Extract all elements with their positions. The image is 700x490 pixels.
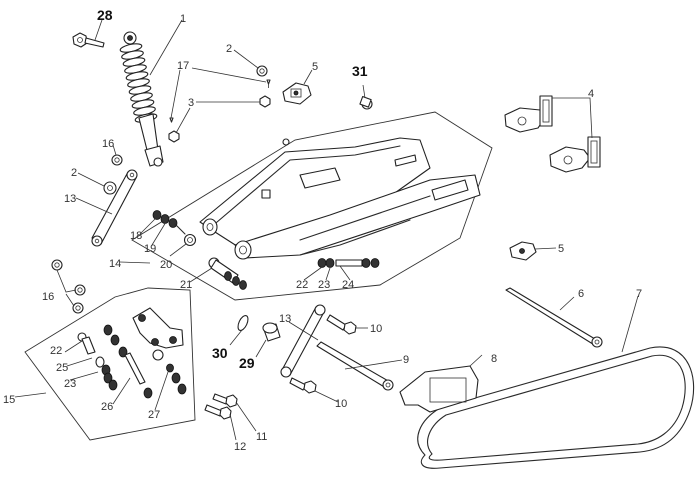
callout-19[interactable]: 19 (144, 243, 156, 255)
callout-25[interactable]: 25 (56, 362, 68, 374)
chain-slider (399, 365, 479, 413)
chain-adjuster-plate-lower (549, 136, 601, 173)
nut-3-left (168, 130, 180, 143)
callout-3[interactable]: 3 (188, 97, 194, 109)
chain-adjuster-block-top (282, 82, 312, 105)
linkage-seal-set-middle (103, 324, 153, 399)
callout-8[interactable]: 8 (491, 353, 497, 365)
nut-16-upper (111, 154, 123, 166)
callout-10-lower[interactable]: 10 (335, 398, 347, 410)
linkage-seal-set-left (95, 356, 118, 391)
nut-16-lower-b (74, 284, 86, 296)
swingarm-bushing-set (317, 258, 380, 268)
nut-16-lower-c (72, 302, 84, 314)
callout-16-upper[interactable]: 16 (102, 138, 114, 150)
chain-adjuster-block-right (509, 241, 537, 261)
linkage-rocker (132, 307, 184, 349)
callout-11[interactable]: 11 (256, 431, 267, 443)
callout-4[interactable]: 4 (588, 88, 594, 100)
callout-2-top[interactable]: 2 (226, 43, 232, 55)
callout-22-swingarm[interactable]: 22 (296, 279, 308, 291)
nut-3-right (259, 95, 271, 108)
linkage-group-outline (24, 287, 196, 441)
small-screw (266, 79, 271, 88)
callout-2-link[interactable]: 2 (71, 167, 77, 179)
swingarm (199, 137, 481, 260)
long-bolt (316, 341, 394, 391)
callout-13-upper[interactable]: 13 (64, 193, 76, 205)
callout-24[interactable]: 24 (342, 279, 354, 291)
callout-17[interactable]: 17 (177, 60, 189, 72)
pivot-sleeve-21 (208, 257, 247, 290)
shock-mounting-bolt (72, 32, 105, 48)
callout-21[interactable]: 21 (180, 279, 192, 291)
callout-13-lower[interactable]: 13 (279, 313, 291, 325)
callout-28[interactable]: 28 (97, 7, 113, 23)
callout-5-top[interactable]: 5 (312, 61, 318, 73)
callout-27[interactable]: 27 (148, 409, 160, 421)
linkage-bushing-22 (77, 332, 96, 355)
washer-30 (237, 315, 249, 331)
linkage-rod-lower (280, 304, 326, 378)
bearing-stack-18-20 (152, 210, 197, 247)
callout-10-upper[interactable]: 10 (370, 323, 382, 335)
callout-6[interactable]: 6 (578, 288, 584, 300)
callout-30[interactable]: 30 (212, 345, 228, 361)
bolt-11 (212, 393, 238, 408)
callout-29[interactable]: 29 (239, 355, 255, 371)
leader-lines (14, 19, 639, 441)
callout-labels: 28 1 2 17 3 5 31 4 16 2 13 18 19 20 14 2… (3, 7, 642, 453)
rear-shock-absorber (119, 31, 164, 167)
drive-chain (417, 346, 695, 469)
callout-22-linkage[interactable]: 22 (50, 345, 62, 357)
callout-7[interactable]: 7 (636, 288, 642, 300)
small-screw-left (169, 117, 174, 123)
callout-9[interactable]: 9 (403, 354, 409, 366)
nut-16-lower-a (51, 259, 63, 271)
callout-23-linkage[interactable]: 23 (64, 378, 76, 390)
callout-18[interactable]: 18 (130, 230, 142, 242)
callout-20[interactable]: 20 (160, 259, 172, 271)
linkage-rod-upper (91, 169, 138, 247)
nut-2-link (103, 181, 117, 195)
swingarm-pivot-bolt (505, 287, 603, 348)
bolt-10-lower (289, 377, 317, 394)
callout-31[interactable]: 31 (352, 63, 368, 79)
callout-14[interactable]: 14 (109, 258, 121, 270)
callout-26[interactable]: 26 (101, 401, 113, 413)
bushing-29 (262, 322, 281, 342)
callout-12[interactable]: 12 (234, 441, 246, 453)
bolt-10-upper (326, 314, 357, 335)
callout-23-swingarm[interactable]: 23 (318, 279, 330, 291)
callout-1[interactable]: 1 (180, 13, 186, 25)
bushing-31 (359, 95, 373, 110)
bolt-12 (204, 404, 232, 420)
callout-16-lower[interactable]: 16 (42, 291, 54, 303)
linkage-bearing-set-right (152, 349, 187, 395)
callout-5-right[interactable]: 5 (558, 243, 564, 255)
callout-15[interactable]: 15 (3, 394, 15, 406)
nut-top (256, 65, 268, 77)
chain-adjuster-plate-upper (504, 95, 553, 133)
